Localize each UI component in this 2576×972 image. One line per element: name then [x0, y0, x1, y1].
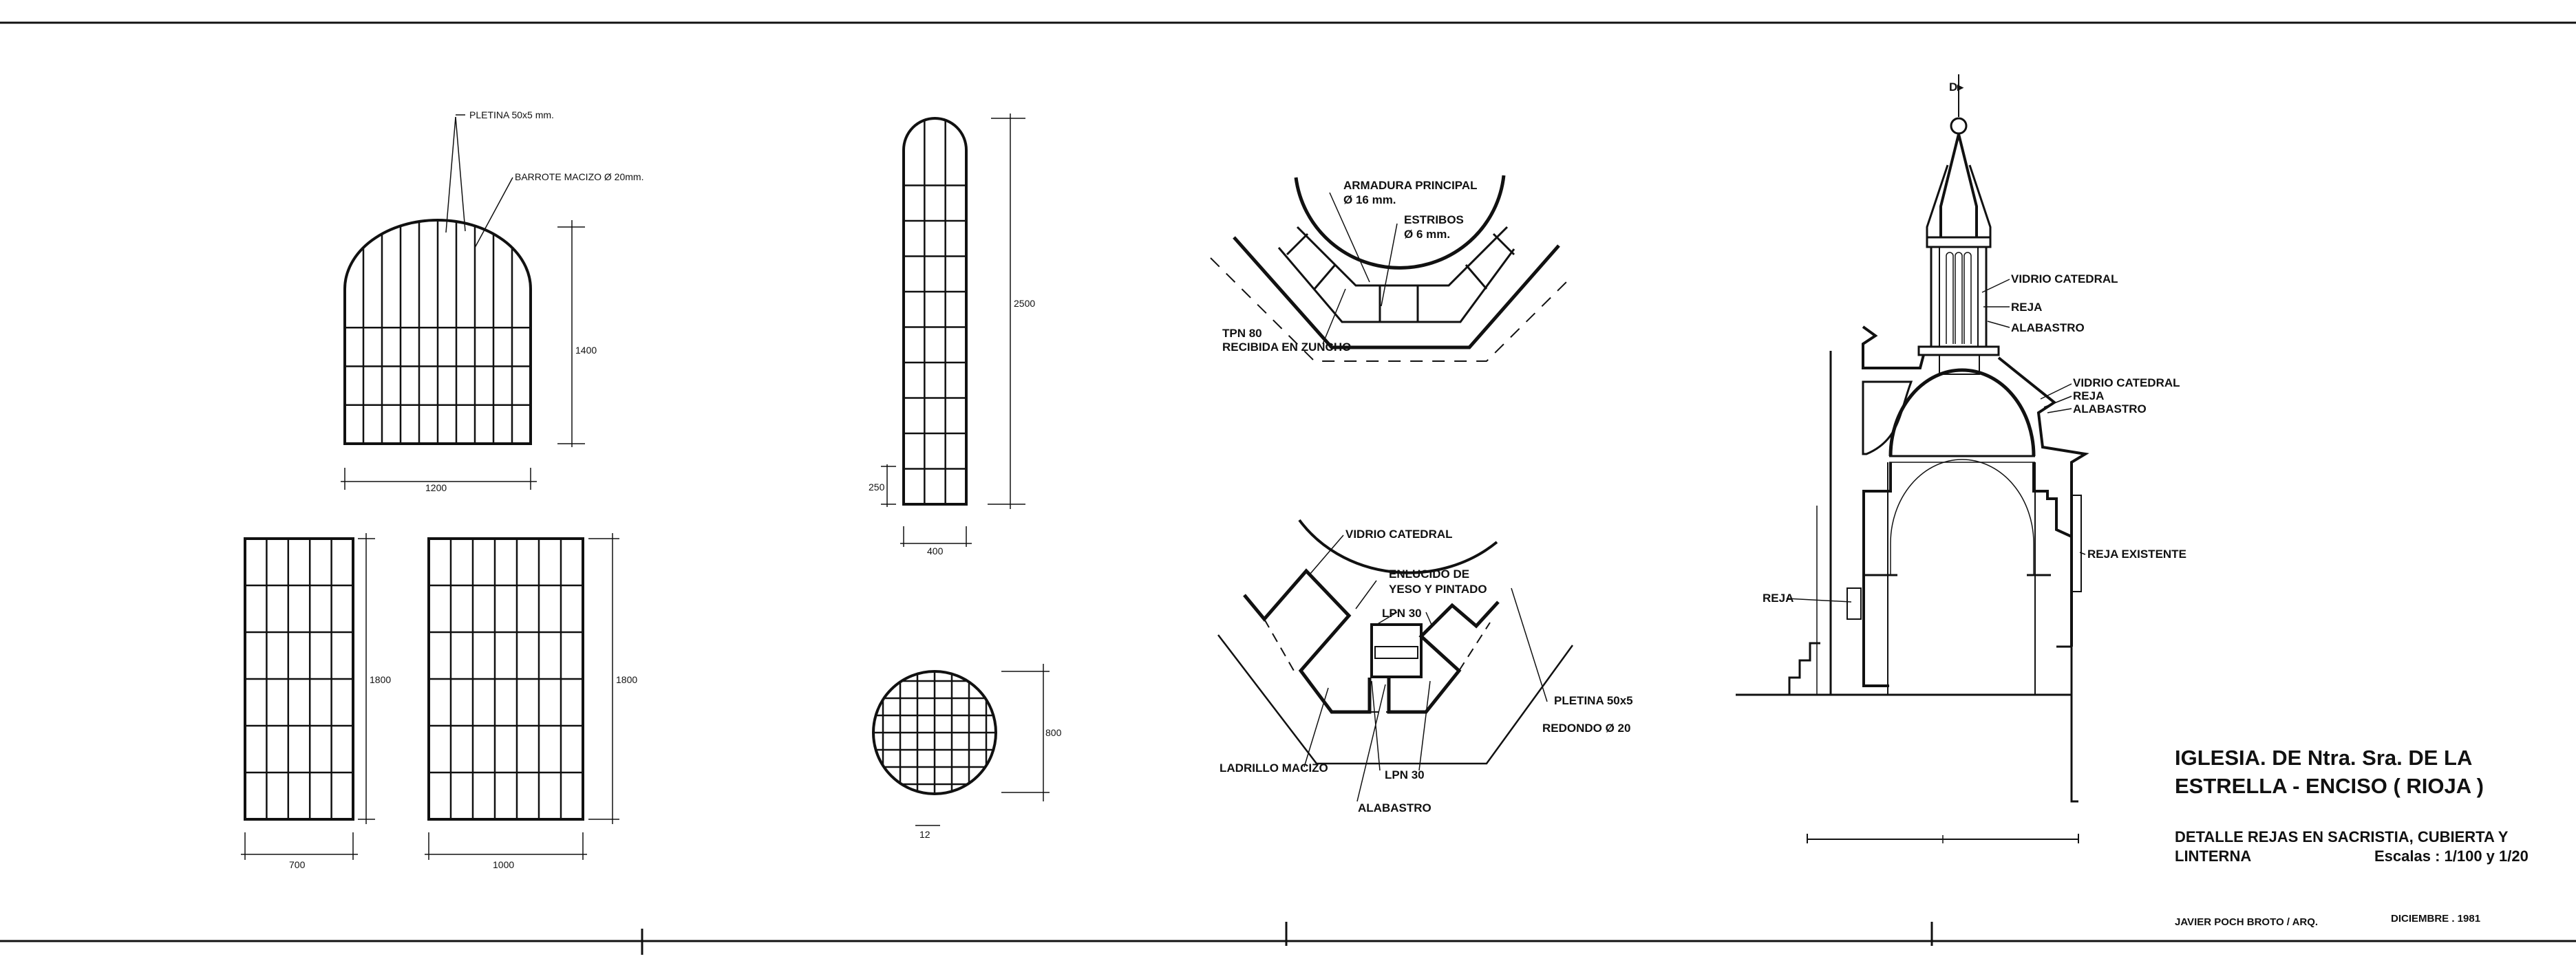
- arched-height-dim: 1400: [575, 345, 597, 356]
- pletina-label: PLETINA 50x5 mm.: [469, 109, 554, 120]
- lantern-vidrio-label: VIDRIO CATEDRAL: [2011, 272, 2118, 285]
- tall-window: [902, 117, 968, 506]
- tall-bottom-dim: 250: [869, 482, 885, 493]
- redondo-label: REDONDO Ø 20: [1542, 722, 1630, 735]
- estribos-label: ESTRIBOS: [1404, 213, 1464, 226]
- tpn-label: TPN 80: [1222, 327, 1262, 340]
- rect-a-height-dim: 1800: [370, 674, 391, 685]
- enlucido-label-2: YESO Y PINTADO: [1389, 583, 1487, 596]
- rect-b-height-dim: 1800: [616, 674, 637, 685]
- lpn30-bottom-label: LPN 30: [1385, 768, 1425, 781]
- arched-window-leaders: [445, 114, 513, 248]
- reja-existente-label: REJA EXISTENTE: [2087, 548, 2186, 561]
- dome-reja-label: REJA: [2073, 389, 2104, 402]
- circle-diameter-dim: 800: [1045, 727, 1062, 738]
- alabastro-label: ALABASTRO: [1358, 801, 1431, 814]
- plan-detail-top: [1210, 175, 1570, 362]
- rect-window-a: [244, 537, 354, 821]
- lantern-alabastro-label: ALABASTRO: [2011, 321, 2085, 334]
- armadura-label: ARMADURA PRINCIPAL: [1343, 179, 1478, 192]
- weathervane-icon: D▸: [1949, 80, 1964, 94]
- recibida-label: RECIBIDA EN ZUNCHO: [1222, 341, 1351, 354]
- plan-detail-bottom: [1217, 519, 1574, 802]
- dimension-line: [241, 533, 619, 860]
- scales-label: Escalas : 1/100 y 1/20: [2374, 847, 2529, 865]
- subtitle-line-1: DETALLE REJAS EN SACRISTIA, CUBIERTA Y: [2175, 828, 2509, 845]
- rect-b-width-dim: 1000: [493, 859, 514, 870]
- arched-width-dim: 1200: [425, 482, 447, 493]
- armadura-dim: Ø 16 mm.: [1343, 193, 1396, 206]
- lpn30-top-label: LPN 30: [1382, 607, 1422, 620]
- tall-height-dim: 2500: [1014, 298, 1035, 309]
- church-section: D▸: [1736, 74, 2089, 803]
- barrote-label: BARROTE MACIZO Ø 20mm.: [515, 171, 643, 182]
- title-line-1: IGLESIA. DE Ntra. Sra. DE LA: [2175, 746, 2472, 770]
- author-label: JAVIER POCH BROTO / ARQ.: [2175, 916, 2318, 928]
- circle-spacing-dim: 12: [919, 829, 930, 840]
- enlucido-label-1: ENLUCIDO DE: [1389, 568, 1469, 581]
- dimension-line: [881, 114, 1025, 547]
- reja-left-label: REJA: [1763, 592, 1793, 605]
- pletina-label: PLETINA 50x5: [1554, 694, 1633, 707]
- dome-alabastro-label: ALABASTRO: [2073, 402, 2147, 415]
- circular-window: [872, 670, 997, 795]
- estribos-dim: Ø 6 mm.: [1404, 228, 1450, 241]
- graphic-scale-bar: [1807, 834, 2079, 843]
- dome-vidrio-label: VIDRIO CATEDRAL: [2073, 376, 2180, 389]
- dimension-line: [915, 664, 1050, 826]
- rect-window-b: [427, 537, 584, 821]
- lantern-reja-label: REJA: [2011, 301, 2042, 314]
- subtitle-line-2: LINTERNA: [2175, 847, 2251, 865]
- arched-window: [343, 219, 532, 445]
- rect-a-width-dim: 700: [289, 859, 306, 870]
- vidrio-catedral-label: VIDRIO CATEDRAL: [1345, 528, 1453, 541]
- date-label: DICIEMBRE . 1981: [2391, 913, 2480, 925]
- title-line-2: ESTRELLA - ENCISO ( RIOJA ): [2175, 774, 2484, 798]
- ladrillo-macizo-label: LADRILLO MACIZO: [1220, 762, 1328, 775]
- tall-width-dim: 400: [927, 546, 944, 557]
- dimension-line: [341, 220, 585, 490]
